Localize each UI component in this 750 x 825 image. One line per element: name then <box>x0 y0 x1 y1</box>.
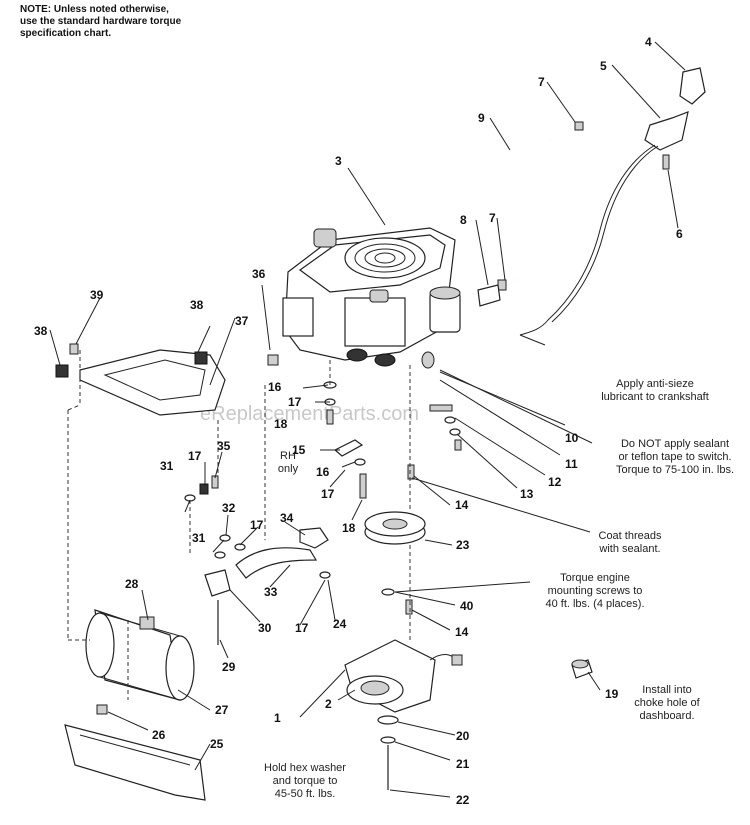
part-number: 40 <box>460 599 474 613</box>
part-number: 18 <box>342 521 356 535</box>
callout-choke: Install into choke hole of dashboard. <box>622 684 712 723</box>
heat-shield-icon[interactable] <box>64 704 206 801</box>
part-number: 3 <box>335 154 342 168</box>
part-number: 1 <box>274 711 281 725</box>
note-line: specification chart. <box>20 28 112 39</box>
part-number: 29 <box>222 660 236 674</box>
part-number: 9 <box>478 111 485 125</box>
callout-torque-engine: Torque engine mounting screws to 40 ft. … <box>530 572 660 611</box>
callout-sealant-switch: Do NOT apply sealant or teflon tape to s… <box>600 438 750 477</box>
callout-line: Install into <box>642 684 692 696</box>
part-number: 14 <box>455 625 469 639</box>
callout-line: Torque engine <box>560 572 630 584</box>
note-line: use the standard hardware torque <box>20 16 182 27</box>
part-number: 38 <box>190 298 204 312</box>
part-number: 27 <box>215 703 229 717</box>
part-number: 13 <box>520 487 534 501</box>
part-number: 14 <box>455 498 469 512</box>
callout-line: Do NOT apply sealant <box>620 438 730 450</box>
callout-line: Hold hex washer <box>264 762 346 774</box>
part-number: 26 <box>152 728 166 742</box>
callout-line: with sealant. <box>599 543 661 555</box>
part-number: 33 <box>264 585 278 599</box>
clutch-hardware-icon[interactable] <box>377 588 413 790</box>
part-number: 37 <box>235 314 249 328</box>
part-number: 31 <box>160 459 174 473</box>
part-number: 6 <box>676 227 683 241</box>
part-number: 38 <box>34 324 48 338</box>
part-number: 21 <box>456 757 470 771</box>
callout-line: choke hole of <box>634 697 700 709</box>
part-number: 7 <box>538 75 545 89</box>
choke-plug-icon[interactable] <box>571 659 593 679</box>
callout-line: RH <box>280 450 296 462</box>
part-number: 28 <box>125 577 139 591</box>
part-numbers: 1 2 3 4 5 6 7 7 8 9 10 11 12 13 14 14 15… <box>34 35 683 807</box>
callout-line: 45-50 ft. lbs. <box>274 788 336 800</box>
callout-anti-sieze: Apply anti-sieze lubricant to crankshaft <box>590 378 720 404</box>
part-number: 22 <box>456 793 470 807</box>
part-number: 17 <box>295 621 309 635</box>
part-number: 8 <box>460 213 467 227</box>
note-line: NOTE: Unless noted otherwise, <box>20 4 169 15</box>
callout-rh-only: RH only <box>268 450 308 476</box>
callout-line: dashboard. <box>639 710 695 722</box>
part-number: 17 <box>250 518 264 532</box>
part-number: 17 <box>288 395 302 409</box>
part-number: 17 <box>321 487 335 501</box>
part-number: 7 <box>489 211 496 225</box>
callout-line: or teflon tape to switch. <box>618 451 732 463</box>
part-number: 31 <box>192 531 206 545</box>
callout-line: and torque to <box>272 775 338 787</box>
part-number: 23 <box>456 538 470 552</box>
muffler-icon[interactable] <box>85 609 195 701</box>
note-text: NOTE: Unless noted otherwise, use the st… <box>20 4 240 40</box>
callout-line: only <box>277 463 299 475</box>
callout-line: Torque to 75-100 in. lbs. <box>615 464 735 476</box>
callout-line: mounting screws to <box>547 585 643 597</box>
part-number: 20 <box>456 729 470 743</box>
part-number: 5 <box>600 59 607 73</box>
part-number: 17 <box>188 449 202 463</box>
switch-hardware-icon[interactable] <box>429 404 462 451</box>
part-number: 32 <box>222 501 236 515</box>
part-number: 2 <box>325 697 332 711</box>
pulley-icon[interactable] <box>364 511 426 545</box>
part-number: 19 <box>605 687 619 701</box>
callout-coat-threads: Coat threads with sealant. <box>585 530 675 556</box>
engine-plate-icon[interactable] <box>55 343 226 416</box>
part-number: 24 <box>333 617 347 631</box>
callout-line: Coat threads <box>598 530 662 542</box>
engine-icon[interactable] <box>282 227 461 369</box>
part-number: 12 <box>548 475 562 489</box>
watermark: eReplacementParts.com <box>200 403 419 425</box>
fuel-line-icon[interactable] <box>477 121 584 307</box>
callout-line: Apply anti-sieze <box>616 378 694 390</box>
part-number: 16 <box>316 465 330 479</box>
callout-hex-washer: Hold hex washer and torque to 45-50 ft. … <box>250 762 360 801</box>
callout-line: 40 ft. lbs. (4 places). <box>545 598 645 610</box>
throttle-cable-icon[interactable] <box>519 67 706 346</box>
part-number: 30 <box>258 621 272 635</box>
part-number: 18 <box>274 417 288 431</box>
part-number: 34 <box>280 511 294 525</box>
part-number: 39 <box>90 288 104 302</box>
part-number: 4 <box>645 35 652 49</box>
part-number: 10 <box>565 431 579 445</box>
part-number: 25 <box>210 737 224 751</box>
callout-line: lubricant to crankshaft <box>601 391 709 403</box>
part-number: 36 <box>252 267 266 281</box>
part-number: 16 <box>268 380 282 394</box>
part-number: 35 <box>217 439 231 453</box>
part-number: 15 <box>292 443 306 457</box>
electric-clutch-icon[interactable] <box>344 639 463 713</box>
part-number: 11 <box>565 457 578 471</box>
hardware-icon[interactable] <box>184 354 415 579</box>
